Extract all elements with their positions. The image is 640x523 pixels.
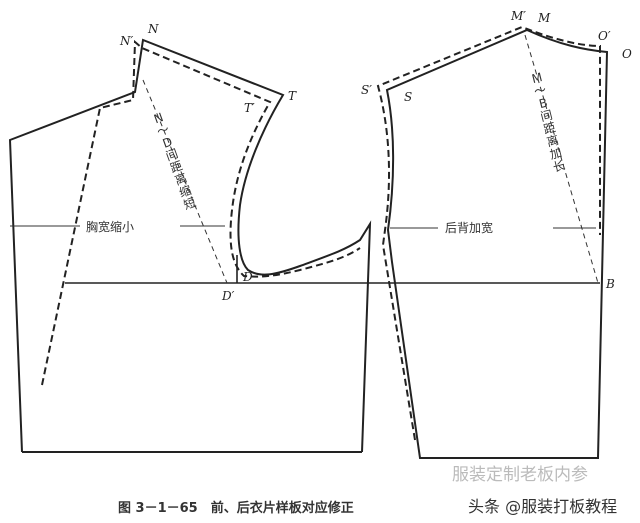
chest-width-note: 胸宽缩小 <box>86 219 134 234</box>
source-credit: 头条 @服装打板教程 <box>468 497 617 516</box>
watermark: 服装定制老板内参 <box>452 465 588 485</box>
back-piece-outline <box>385 28 609 459</box>
label-T-prime: T′ <box>244 101 255 115</box>
nd-guide-line <box>142 79 228 284</box>
label-O: O <box>622 47 632 61</box>
nd-distance-note: N～D间距离缩短 <box>151 110 198 213</box>
back-width-note: 后背加宽 <box>445 220 493 235</box>
figure-caption: 图 3－1－65 前、后衣片样板对应修正 <box>118 500 354 516</box>
label-D-prime: D′ <box>221 289 235 303</box>
label-N-prime: N′ <box>119 34 134 48</box>
label-M-prime: M′ <box>510 9 526 23</box>
label-O-prime: O′ <box>598 29 611 43</box>
label-T: T <box>288 89 297 103</box>
label-D: D <box>242 270 253 284</box>
back-piece-adjusted <box>376 25 601 441</box>
front-piece-adjusted <box>41 39 361 386</box>
front-piece-outline <box>8 38 372 453</box>
label-N: N <box>147 22 159 36</box>
mb-distance-note: M～B间距离加长 <box>530 70 567 175</box>
mb-guide-line <box>524 34 599 284</box>
label-S-prime: S′ <box>361 83 372 97</box>
label-M: M <box>537 11 551 25</box>
label-B: B <box>605 277 615 291</box>
label-S: S <box>404 90 412 104</box>
